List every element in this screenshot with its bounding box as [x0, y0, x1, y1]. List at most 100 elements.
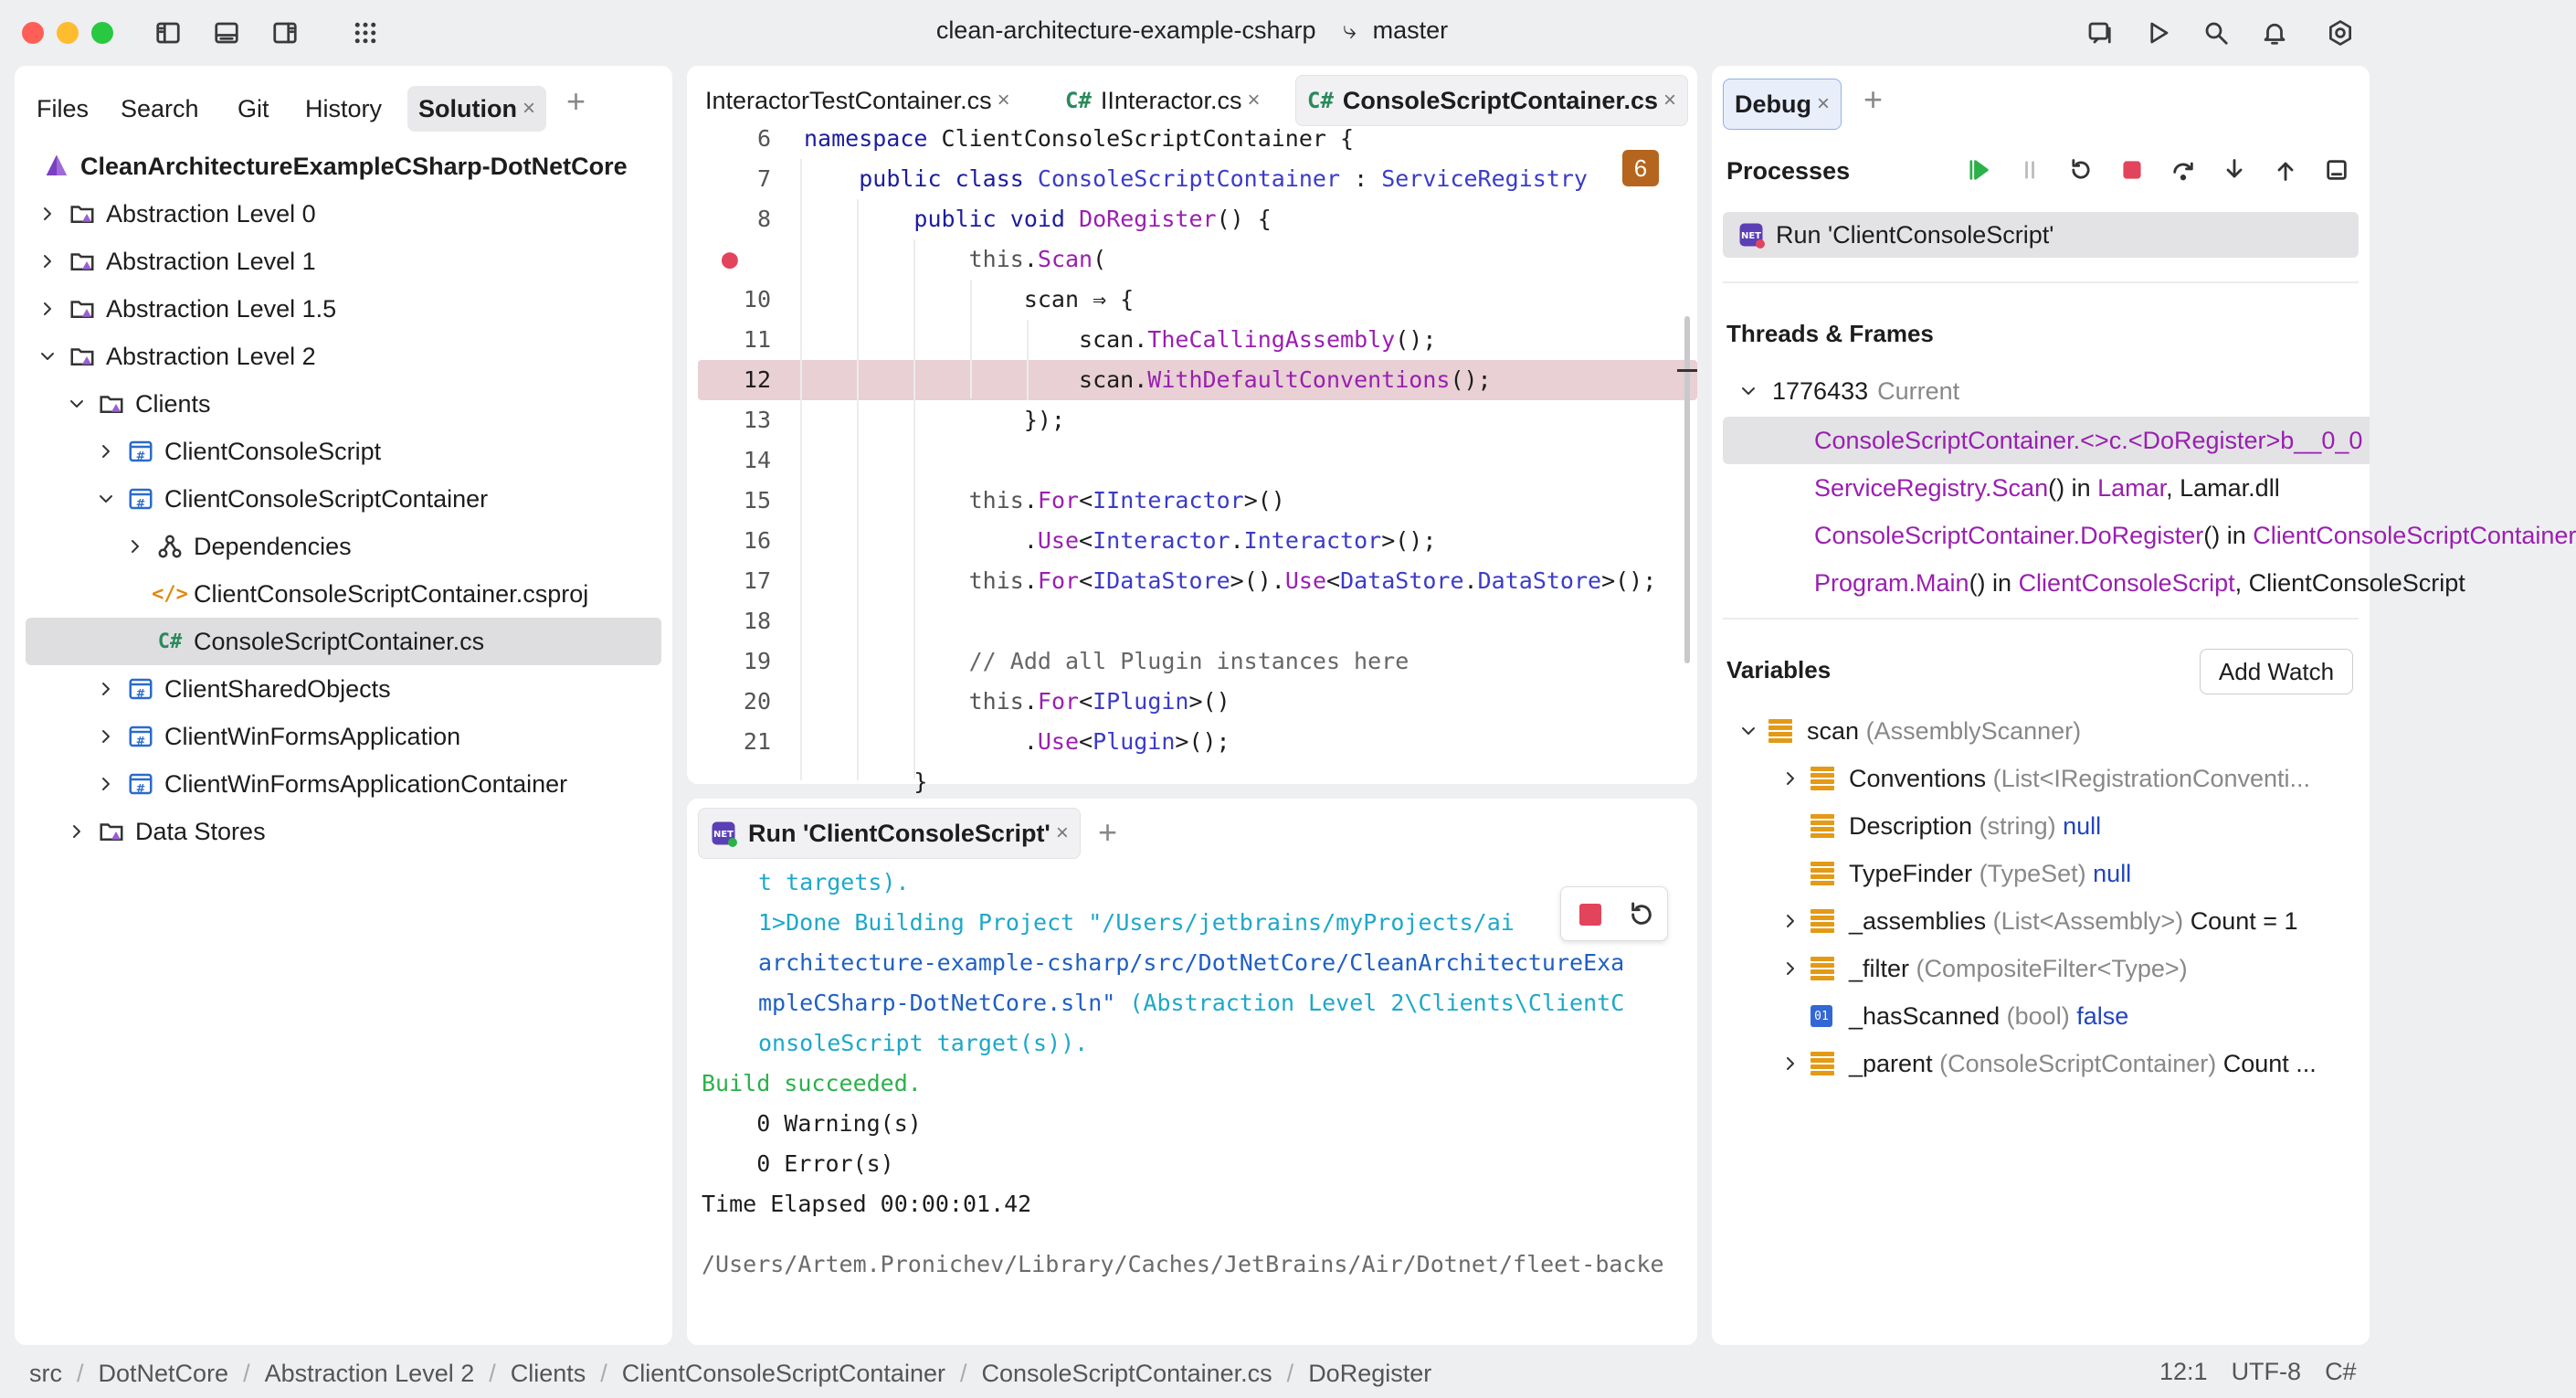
close-icon[interactable]: ×: [1055, 821, 1069, 845]
chat-icon[interactable]: [2083, 16, 2116, 49]
chevron-right-icon[interactable]: [124, 535, 146, 557]
variable-row[interactable]: _filter (CompositeFilter<Type>): [1712, 945, 2370, 992]
tab-debug[interactable]: Debug ×: [1723, 79, 1842, 130]
tab-interactor-test-container[interactable]: InteractorTestContainer.cs ×: [705, 86, 1010, 114]
toggle-right-panel-icon[interactable]: [269, 16, 301, 49]
variable-row[interactable]: Description (string) null: [1712, 802, 2370, 850]
search-icon[interactable]: [2200, 16, 2233, 49]
tab-console-script-container[interactable]: C# ConsoleScriptContainer.cs ×: [1295, 75, 1689, 126]
apps-grid-icon[interactable]: [349, 16, 382, 49]
chevron-right-icon[interactable]: [37, 203, 58, 225]
frame-row[interactable]: ConsoleScriptContainer.DoRegister() in C…: [1814, 522, 2576, 549]
close-window-button[interactable]: [22, 22, 44, 44]
breadcrumb-item[interactable]: ClientConsoleScriptContainer: [621, 1359, 945, 1387]
breadcrumb-item[interactable]: Clients: [510, 1359, 586, 1387]
stop-icon[interactable]: [1579, 904, 1601, 926]
variable-row[interactable]: scan (AssemblyScanner): [1712, 707, 2370, 755]
variable-row[interactable]: TypeFinder (TypeSet) null: [1712, 850, 2370, 897]
resume-icon[interactable]: [1962, 154, 1995, 186]
tab-files[interactable]: Files: [37, 94, 90, 122]
breadcrumb-item[interactable]: DotNetCore: [98, 1359, 229, 1387]
tree-row-client-shared-objects[interactable]: # ClientSharedObjects: [15, 665, 672, 713]
breadcrumb-item[interactable]: src: [29, 1359, 62, 1387]
chevron-down-icon[interactable]: [1737, 380, 1759, 402]
layout-icon[interactable]: [2320, 154, 2353, 186]
frame-row[interactable]: Program.Main() in ClientConsoleScript, C…: [1814, 569, 2465, 597]
breadcrumb-item[interactable]: ConsoleScriptContainer.cs: [981, 1359, 1272, 1387]
zoom-window-button[interactable]: [91, 22, 113, 44]
tab-iinteractor[interactable]: C# IInteractor.cs ×: [1065, 86, 1261, 114]
close-icon[interactable]: ×: [1663, 88, 1677, 112]
thread-row[interactable]: 1776433 Current: [1737, 367, 1959, 415]
process-item[interactable]: NET Run 'ClientConsoleScript': [1723, 212, 2359, 258]
chevron-right-icon[interactable]: [95, 725, 117, 747]
run-icon[interactable]: [2141, 16, 2174, 49]
frame-row[interactable]: ServiceRegistry.Scan() in Lamar, Lamar.d…: [1814, 474, 2280, 502]
branch-name[interactable]: master: [1372, 16, 1449, 44]
close-icon[interactable]: ×: [1817, 91, 1831, 116]
breadcrumb-item[interactable]: Abstraction Level 2: [264, 1359, 475, 1387]
add-tab-plus-icon[interactable]: +: [1863, 80, 1884, 118]
chevron-right-icon[interactable]: [95, 678, 117, 700]
console-output[interactable]: t targets). 1>Done Building Project "/Us…: [687, 863, 1697, 1345]
breadcrumb-item[interactable]: DoRegister: [1308, 1359, 1432, 1387]
variable-row[interactable]: _parent (ConsoleScriptContainer) Count .…: [1712, 1040, 2370, 1087]
tree-row-dependencies[interactable]: Dependencies: [15, 523, 672, 570]
restart-icon[interactable]: [1627, 900, 1656, 929]
variable-row[interactable]: 01 _hasScanned (bool) false: [1712, 992, 2370, 1040]
chevron-right-icon[interactable]: [1779, 768, 1801, 789]
step-over-icon[interactable]: [2167, 154, 2200, 186]
toggle-bottom-panel-icon[interactable]: [210, 16, 243, 49]
stop-debug-icon[interactable]: [2116, 154, 2148, 186]
step-into-icon[interactable]: [2218, 154, 2251, 186]
tree-row-client-winforms-app-container[interactable]: # ClientWinFormsApplicationContainer: [15, 760, 672, 808]
toggle-left-panel-icon[interactable]: [152, 16, 185, 49]
bell-icon[interactable]: [2258, 16, 2291, 49]
settings-gear-icon[interactable]: [2324, 16, 2357, 49]
editor-scrollbar[interactable]: [1684, 316, 1690, 663]
tree-row-abstraction-2[interactable]: Abstraction Level 2: [15, 333, 672, 380]
tree-row-clients[interactable]: Clients: [15, 380, 672, 428]
close-icon[interactable]: ×: [997, 88, 1010, 112]
variable-row[interactable]: Conventions (List<IRegistrationConventi.…: [1712, 755, 2370, 802]
chevron-right-icon[interactable]: [37, 298, 58, 320]
add-watch-button[interactable]: Add Watch: [2200, 649, 2353, 694]
add-tab-plus-icon[interactable]: +: [566, 82, 586, 120]
restart-debug-icon[interactable]: [2064, 154, 2097, 186]
close-icon[interactable]: ×: [1247, 88, 1261, 112]
add-tab-plus-icon[interactable]: +: [1098, 813, 1118, 851]
tree-row-console-script-container-cs[interactable]: C# ConsoleScriptContainer.cs: [26, 618, 661, 665]
chevron-down-icon[interactable]: [66, 393, 88, 415]
breakpoint-icon[interactable]: ●: [721, 243, 771, 275]
tree-row-solution[interactable]: CleanArchitectureExampleCSharp-DotNetCor…: [15, 143, 672, 190]
variable-row[interactable]: _assemblies (List<Assembly>) Count = 1: [1712, 897, 2370, 945]
file-language[interactable]: C#: [2325, 1358, 2357, 1385]
tree-row-client-winforms-app[interactable]: # ClientWinFormsApplication: [15, 713, 672, 760]
problems-count-badge[interactable]: 6: [1622, 150, 1659, 186]
chevron-right-icon[interactable]: [1779, 958, 1801, 980]
close-icon[interactable]: ×: [522, 96, 535, 121]
cursor-position[interactable]: 12:1: [2159, 1358, 2208, 1385]
frame-row[interactable]: ConsoleScriptContainer.<>c.<DoRegister>b…: [1814, 427, 2363, 454]
tree-row-data-stores[interactable]: Data Stores: [15, 808, 672, 855]
minimize-window-button[interactable]: [57, 22, 79, 44]
chevron-right-icon[interactable]: [1779, 910, 1801, 932]
tree-row-abstraction-1-5[interactable]: Abstraction Level 1.5: [15, 285, 672, 333]
chevron-right-icon[interactable]: [95, 773, 117, 795]
chevron-right-icon[interactable]: [37, 250, 58, 272]
chevron-down-icon[interactable]: [1737, 720, 1759, 742]
tab-git[interactable]: Git: [238, 94, 269, 122]
tab-run-client-console-script[interactable]: NET Run 'ClientConsoleScript' ×: [698, 808, 1081, 859]
tree-row-client-console-script[interactable]: # ClientConsoleScript: [15, 428, 672, 475]
chevron-right-icon[interactable]: [95, 440, 117, 462]
chevron-down-icon[interactable]: [95, 488, 117, 510]
tree-row-abstraction-1[interactable]: Abstraction Level 1: [15, 238, 672, 285]
tree-row-client-console-script-container[interactable]: # ClientConsoleScriptContainer: [15, 475, 672, 523]
chevron-right-icon[interactable]: [1779, 1053, 1801, 1075]
tab-solution[interactable]: Solution ×: [407, 86, 546, 132]
step-out-icon[interactable]: [2269, 154, 2302, 186]
tab-search[interactable]: Search: [121, 94, 199, 122]
chevron-right-icon[interactable]: [66, 821, 88, 842]
pause-icon[interactable]: [2013, 154, 2046, 186]
